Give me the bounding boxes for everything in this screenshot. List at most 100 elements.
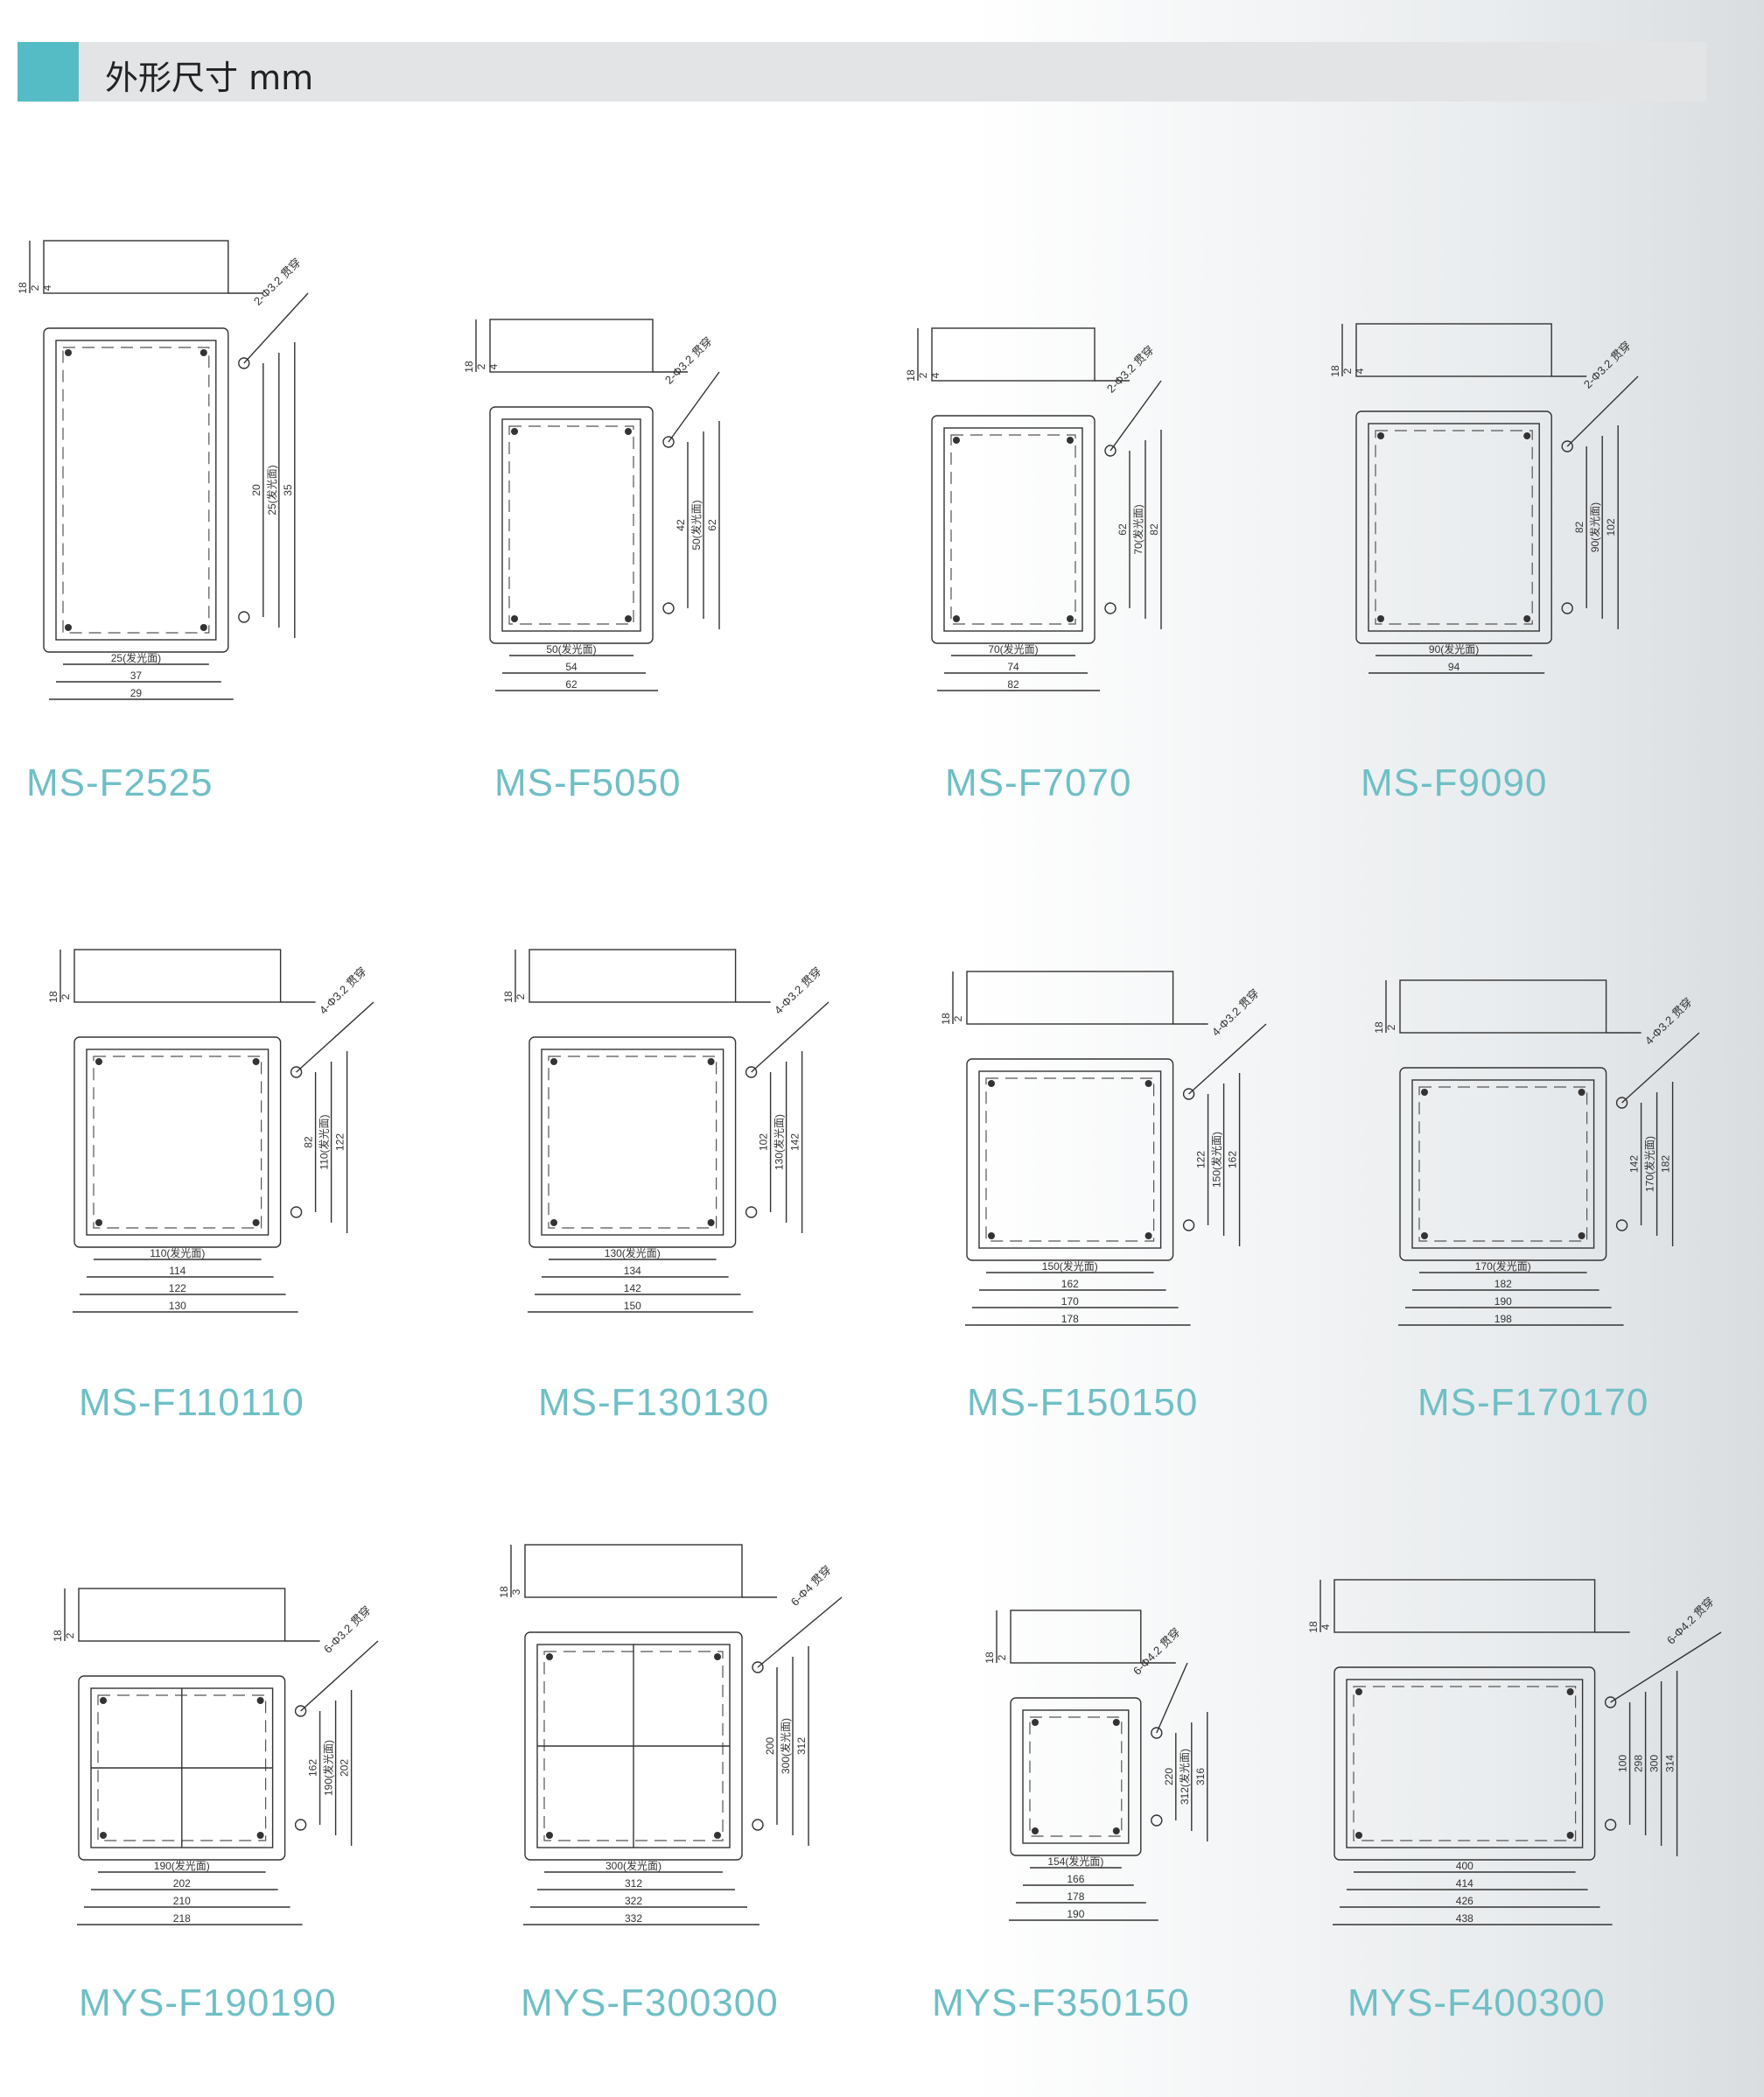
height-dim-label: 200	[764, 1737, 776, 1755]
section-title: 外形尺寸 mm	[105, 59, 314, 97]
width-dim-label: 130(发光面)	[605, 1246, 661, 1259]
width-dim-label: 400	[1456, 1860, 1474, 1872]
hole-note: 2-Φ3.2 贯穿	[251, 256, 304, 308]
mounting-hole	[1604, 1696, 1617, 1708]
height-dim-label: 110(发光面)	[318, 1114, 331, 1169]
side-view-body	[931, 327, 1096, 382]
luminous-area	[1346, 1679, 1584, 1848]
width-dim-label: 190(发光面)	[154, 1859, 210, 1872]
luminous-area-dashed	[93, 1056, 262, 1229]
width-dim-label: 154(发光面)	[1047, 1855, 1103, 1868]
height-dim-label: 312	[795, 1737, 808, 1755]
side-view-body	[528, 949, 737, 1003]
height-dim-label: 62	[706, 519, 718, 531]
luminous-area-dashed	[548, 1056, 718, 1229]
mounting-hole	[1604, 1819, 1617, 1831]
luminous-area	[1368, 423, 1540, 632]
side-dim-label: 2	[60, 993, 72, 999]
height-dim-label: 25(发光面)	[265, 465, 278, 515]
hole-leader-line	[757, 1596, 843, 1668]
screw-hole	[1377, 615, 1384, 622]
width-dim-label: 426	[1456, 1895, 1474, 1907]
height-dim-label: 122	[1195, 1151, 1208, 1168]
screw-hole	[65, 349, 72, 356]
mounting-hole	[1182, 1088, 1195, 1100]
housing-outline	[489, 406, 654, 644]
luminous-area-dashed	[950, 434, 1076, 625]
width-dim-label: 29	[130, 687, 143, 699]
screw-hole	[511, 615, 518, 622]
mounting-hole	[1151, 1727, 1163, 1739]
side-dim-label: 18	[47, 991, 60, 1003]
mounting-hole	[290, 1206, 303, 1218]
screw-hole	[100, 1832, 107, 1839]
screw-hole	[988, 1080, 995, 1087]
width-dim-label: 438	[1456, 1912, 1474, 1925]
luminous-area	[541, 1048, 724, 1236]
height-dim-label: 100	[1617, 1755, 1629, 1772]
side-view-body	[1355, 323, 1552, 377]
screw-hole	[100, 1697, 107, 1704]
mounting-hole	[1104, 445, 1116, 457]
height-dim-label: 300(发光面)	[779, 1718, 792, 1774]
side-view-body	[1399, 979, 1607, 1034]
height-dim-label: 62	[1116, 523, 1129, 536]
width-dim-label: 110(发光面)	[150, 1246, 205, 1259]
housing-outline	[966, 1058, 1174, 1261]
screw-hole	[1421, 1232, 1428, 1239]
screw-hole	[707, 1058, 715, 1065]
housing-outline	[1355, 410, 1552, 644]
screw-hole	[95, 1058, 102, 1065]
screw-hole	[988, 1232, 995, 1239]
screw-hole	[1112, 1719, 1120, 1726]
screw-hole	[1032, 1719, 1039, 1726]
hole-note: 4-Φ3.2 贯穿	[317, 964, 369, 1017]
screw-hole	[256, 1832, 264, 1839]
screw-hole	[1144, 1080, 1152, 1087]
height-dim-label: 35	[282, 484, 294, 496]
screw-hole	[95, 1219, 102, 1226]
height-dim-label: 150(发光面)	[1210, 1132, 1223, 1188]
hole-note: 2-Φ3.2 贯穿	[1104, 343, 1157, 396]
side-dim-label: 2	[1385, 1024, 1397, 1030]
side-dim-label: 2	[917, 372, 929, 378]
side-dim-label: 2	[952, 1015, 964, 1021]
side-dim-label: 2	[1341, 368, 1354, 374]
width-dim-label: 170(发光面)	[1475, 1259, 1531, 1273]
height-dim-label: 130(发光面)	[773, 1114, 786, 1170]
mounting-hole	[1615, 1219, 1628, 1231]
width-dim-label: 142	[624, 1282, 641, 1294]
width-dim-label: 82	[1007, 678, 1019, 691]
hole-leader-line	[1610, 1631, 1722, 1703]
mounting-hole	[1151, 1814, 1163, 1827]
width-dim-label: 312	[625, 1877, 642, 1890]
header-accent-bar	[18, 42, 79, 102]
hole-leader-line	[243, 292, 309, 364]
side-dim-label: 18	[498, 1586, 510, 1598]
screw-hole	[546, 1832, 553, 1839]
luminous-area-dashed	[1353, 1686, 1577, 1841]
height-dim-label: 162	[307, 1759, 319, 1777]
width-dim-label: 166	[1067, 1873, 1084, 1885]
screw-hole	[1566, 1832, 1574, 1839]
side-dim-label: 18	[17, 282, 29, 294]
width-dim-label: 150(发光面)	[1042, 1259, 1098, 1273]
side-dim-label: 18	[52, 1630, 64, 1642]
height-dim-label: 190(发光面)	[322, 1740, 335, 1796]
luminous-area	[86, 1048, 270, 1236]
luminous-area-dashed	[985, 1077, 1155, 1242]
height-dim-label: 300	[1648, 1755, 1661, 1772]
mounting-hole	[238, 357, 250, 369]
housing-outline	[74, 1036, 282, 1248]
height-dim-label: 102	[1605, 518, 1617, 536]
height-dim-label: 316	[1194, 1768, 1207, 1785]
screw-hole	[550, 1219, 557, 1226]
height-dim-label: 82	[1148, 523, 1160, 536]
hole-leader-line	[668, 371, 720, 443]
screw-hole	[1355, 1688, 1362, 1695]
width-dim-label: 190	[1067, 1908, 1084, 1920]
width-dim-label: 50(发光面)	[546, 642, 596, 656]
